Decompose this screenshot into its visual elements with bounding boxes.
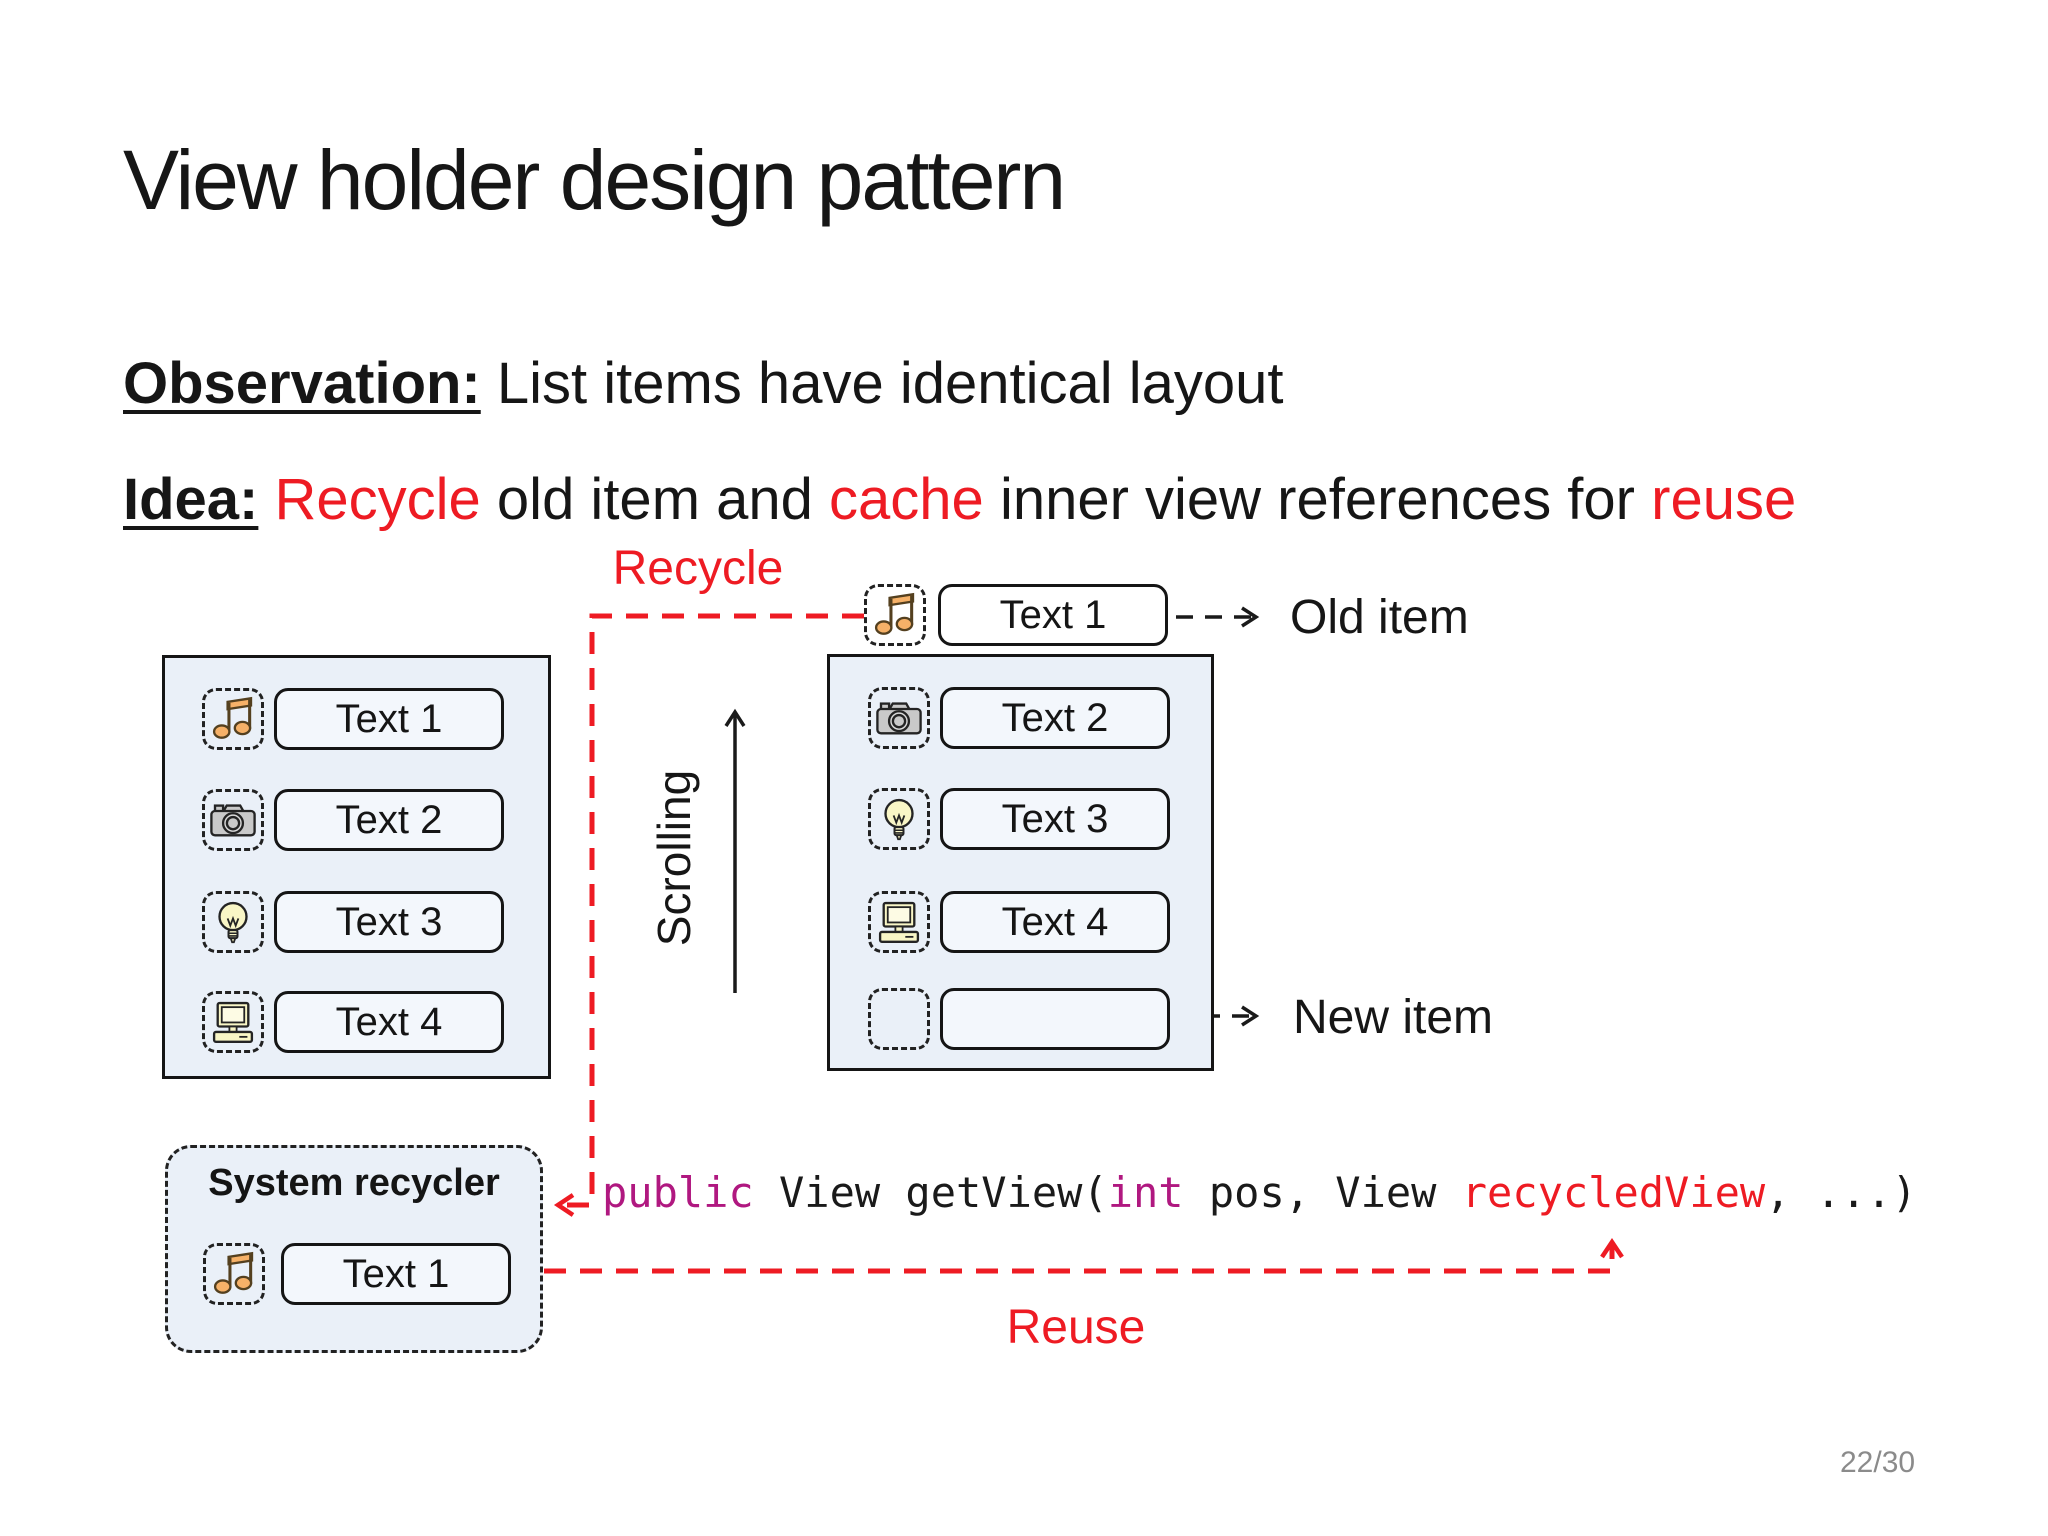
empty-icon-placeholder <box>868 988 930 1050</box>
list-item: Text 3 <box>202 891 504 953</box>
reuse-label: Reuse <box>1006 1301 1146 1354</box>
idea-label: Idea: <box>123 467 259 532</box>
system-recycler-box: System recycler Text 1 <box>165 1145 543 1353</box>
computer-icon <box>212 1001 254 1043</box>
old-item-label: Old item <box>1290 591 1469 644</box>
code-snippet: public View getView(int pos, View recycl… <box>602 1168 1917 1217</box>
old-item-row: Text 1 <box>864 584 1168 646</box>
music-note-icon <box>202 688 264 750</box>
code-text: pos, View <box>1183 1168 1462 1217</box>
idea-text-1: old item and <box>496 467 813 532</box>
code-keyword: public <box>602 1168 754 1217</box>
list-panel-after: Text 2 Text 3 Text 4 <box>827 654 1214 1071</box>
recycle-connector-line <box>553 613 864 1217</box>
list-item: Text 3 <box>868 788 1170 850</box>
idea-cache-word: cache <box>829 467 984 532</box>
new-item-text <box>940 988 1170 1050</box>
list-item: Text 4 <box>868 891 1170 953</box>
list-item: Text 1 <box>202 688 504 750</box>
list-item-text: Text 1 <box>274 688 504 750</box>
light-bulb-icon <box>218 901 248 944</box>
reuse-connector-line <box>508 1237 1624 1274</box>
recycle-label: Recycle <box>612 542 784 595</box>
light-bulb-icon <box>884 798 914 841</box>
system-recycler-title: System recycler <box>208 1162 500 1204</box>
scrolling-label: Scrolling <box>648 769 700 947</box>
list-item-text: Text 4 <box>274 991 504 1053</box>
camera-icon <box>210 804 256 837</box>
list-item: Text 2 <box>202 789 504 851</box>
idea-line: Idea: Recycle old item and cache inner v… <box>123 466 1796 533</box>
light-bulb-icon <box>868 788 930 850</box>
new-item-row <box>868 988 1170 1050</box>
light-bulb-icon <box>202 891 264 953</box>
music-note-icon <box>203 1243 265 1305</box>
page-number: 22/30 <box>1840 1446 1916 1479</box>
list-panel-before: Text 1 Text 2 Text 3 <box>162 655 551 1079</box>
idea-text-2: inner view references for <box>999 467 1635 532</box>
list-item-text: Text 2 <box>940 687 1170 749</box>
computer-icon <box>202 991 264 1053</box>
computer-icon <box>878 901 920 943</box>
idea-recycle-word: Recycle <box>274 467 481 532</box>
idea-reuse-word: reuse <box>1651 467 1797 532</box>
camera-icon <box>202 789 264 851</box>
music-note-icon <box>212 696 253 739</box>
camera-icon <box>876 702 922 735</box>
list-item-text: Text 3 <box>274 891 504 953</box>
list-item: Text 4 <box>202 991 504 1053</box>
code-text: , ...) <box>1765 1168 1917 1217</box>
observation-label: Observation: <box>123 351 481 416</box>
code-recycled-view-param: recycledView <box>1461 1168 1766 1217</box>
music-note-icon <box>864 584 926 646</box>
observation-line: Observation: List items have identical l… <box>123 350 1284 417</box>
music-note-icon <box>874 592 915 635</box>
page-title: View holder design pattern <box>123 133 1066 227</box>
old-item-text: Text 1 <box>938 584 1168 646</box>
code-keyword: int <box>1107 1168 1184 1217</box>
recycled-item-row: Text 1 <box>203 1243 511 1305</box>
recycled-item-text: Text 1 <box>281 1243 511 1305</box>
computer-icon <box>868 891 930 953</box>
observation-text: List items have identical layout <box>496 351 1284 416</box>
new-item-label: New item <box>1293 991 1494 1044</box>
code-text: View getView( <box>753 1168 1108 1217</box>
list-item: Text 2 <box>868 687 1170 749</box>
list-item-text: Text 2 <box>274 789 504 851</box>
music-note-icon <box>213 1251 254 1294</box>
list-item-text: Text 3 <box>940 788 1170 850</box>
list-item-text: Text 4 <box>940 891 1170 953</box>
camera-icon <box>868 687 930 749</box>
